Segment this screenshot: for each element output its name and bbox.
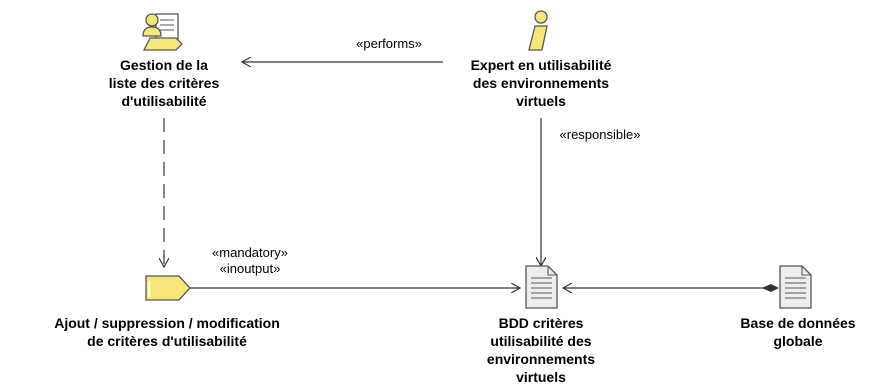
role-actor-icon[interactable] bbox=[528, 10, 548, 51]
base-label-line: Base de données bbox=[740, 315, 856, 331]
document-icon[interactable] bbox=[525, 265, 558, 309]
gestion-label: Gestion de la liste des critères d'utili… bbox=[64, 56, 264, 110]
inoutput-text: «inoutput» bbox=[219, 261, 281, 276]
expert-label-line: des environnements bbox=[472, 75, 610, 91]
bdd-label: BDD critères utilisabilité des environne… bbox=[461, 314, 621, 386]
gestion-label-line: d'utilisabilité bbox=[121, 93, 207, 109]
aggregation-diamond-icon bbox=[762, 284, 779, 292]
ajout-label-line: de critères d'utilisabilité bbox=[87, 333, 247, 349]
gestion-label-line: Gestion de la bbox=[120, 57, 208, 73]
task-icon[interactable] bbox=[145, 275, 191, 301]
bdd-label-line: environnements bbox=[486, 351, 596, 367]
responsible-stereotype: «responsible» bbox=[540, 127, 660, 143]
gestion-label-line: liste des critères bbox=[108, 75, 220, 91]
performs-stereotype: «performs» bbox=[334, 36, 444, 52]
ajout-label-line: Ajout / suppression / modification bbox=[54, 315, 280, 331]
expert-label-line: virtuels bbox=[516, 93, 566, 109]
expert-label-line: Expert en utilisabilité bbox=[470, 57, 612, 73]
responsible-text: «responsible» bbox=[559, 127, 641, 142]
bdd-label-line: utilisabilité des bbox=[490, 333, 592, 349]
ajout-label: Ajout / suppression / modification de cr… bbox=[2, 314, 332, 350]
expert-label: Expert en utilisabilité des environnemen… bbox=[431, 56, 651, 110]
base-label: Base de données globale bbox=[720, 314, 876, 350]
performs-text: «performs» bbox=[356, 36, 422, 51]
mandatory-inoutput-stereotype: «mandatory» «inoutput» bbox=[190, 245, 310, 277]
work-definition-icon[interactable] bbox=[142, 13, 183, 51]
bdd-label-line: BDD critères bbox=[498, 315, 584, 331]
mandatory-text: «mandatory» bbox=[212, 245, 288, 260]
document-icon[interactable] bbox=[779, 265, 812, 309]
base-label-line: globale bbox=[773, 333, 823, 349]
bdd-label-line: virtuels bbox=[516, 369, 566, 385]
